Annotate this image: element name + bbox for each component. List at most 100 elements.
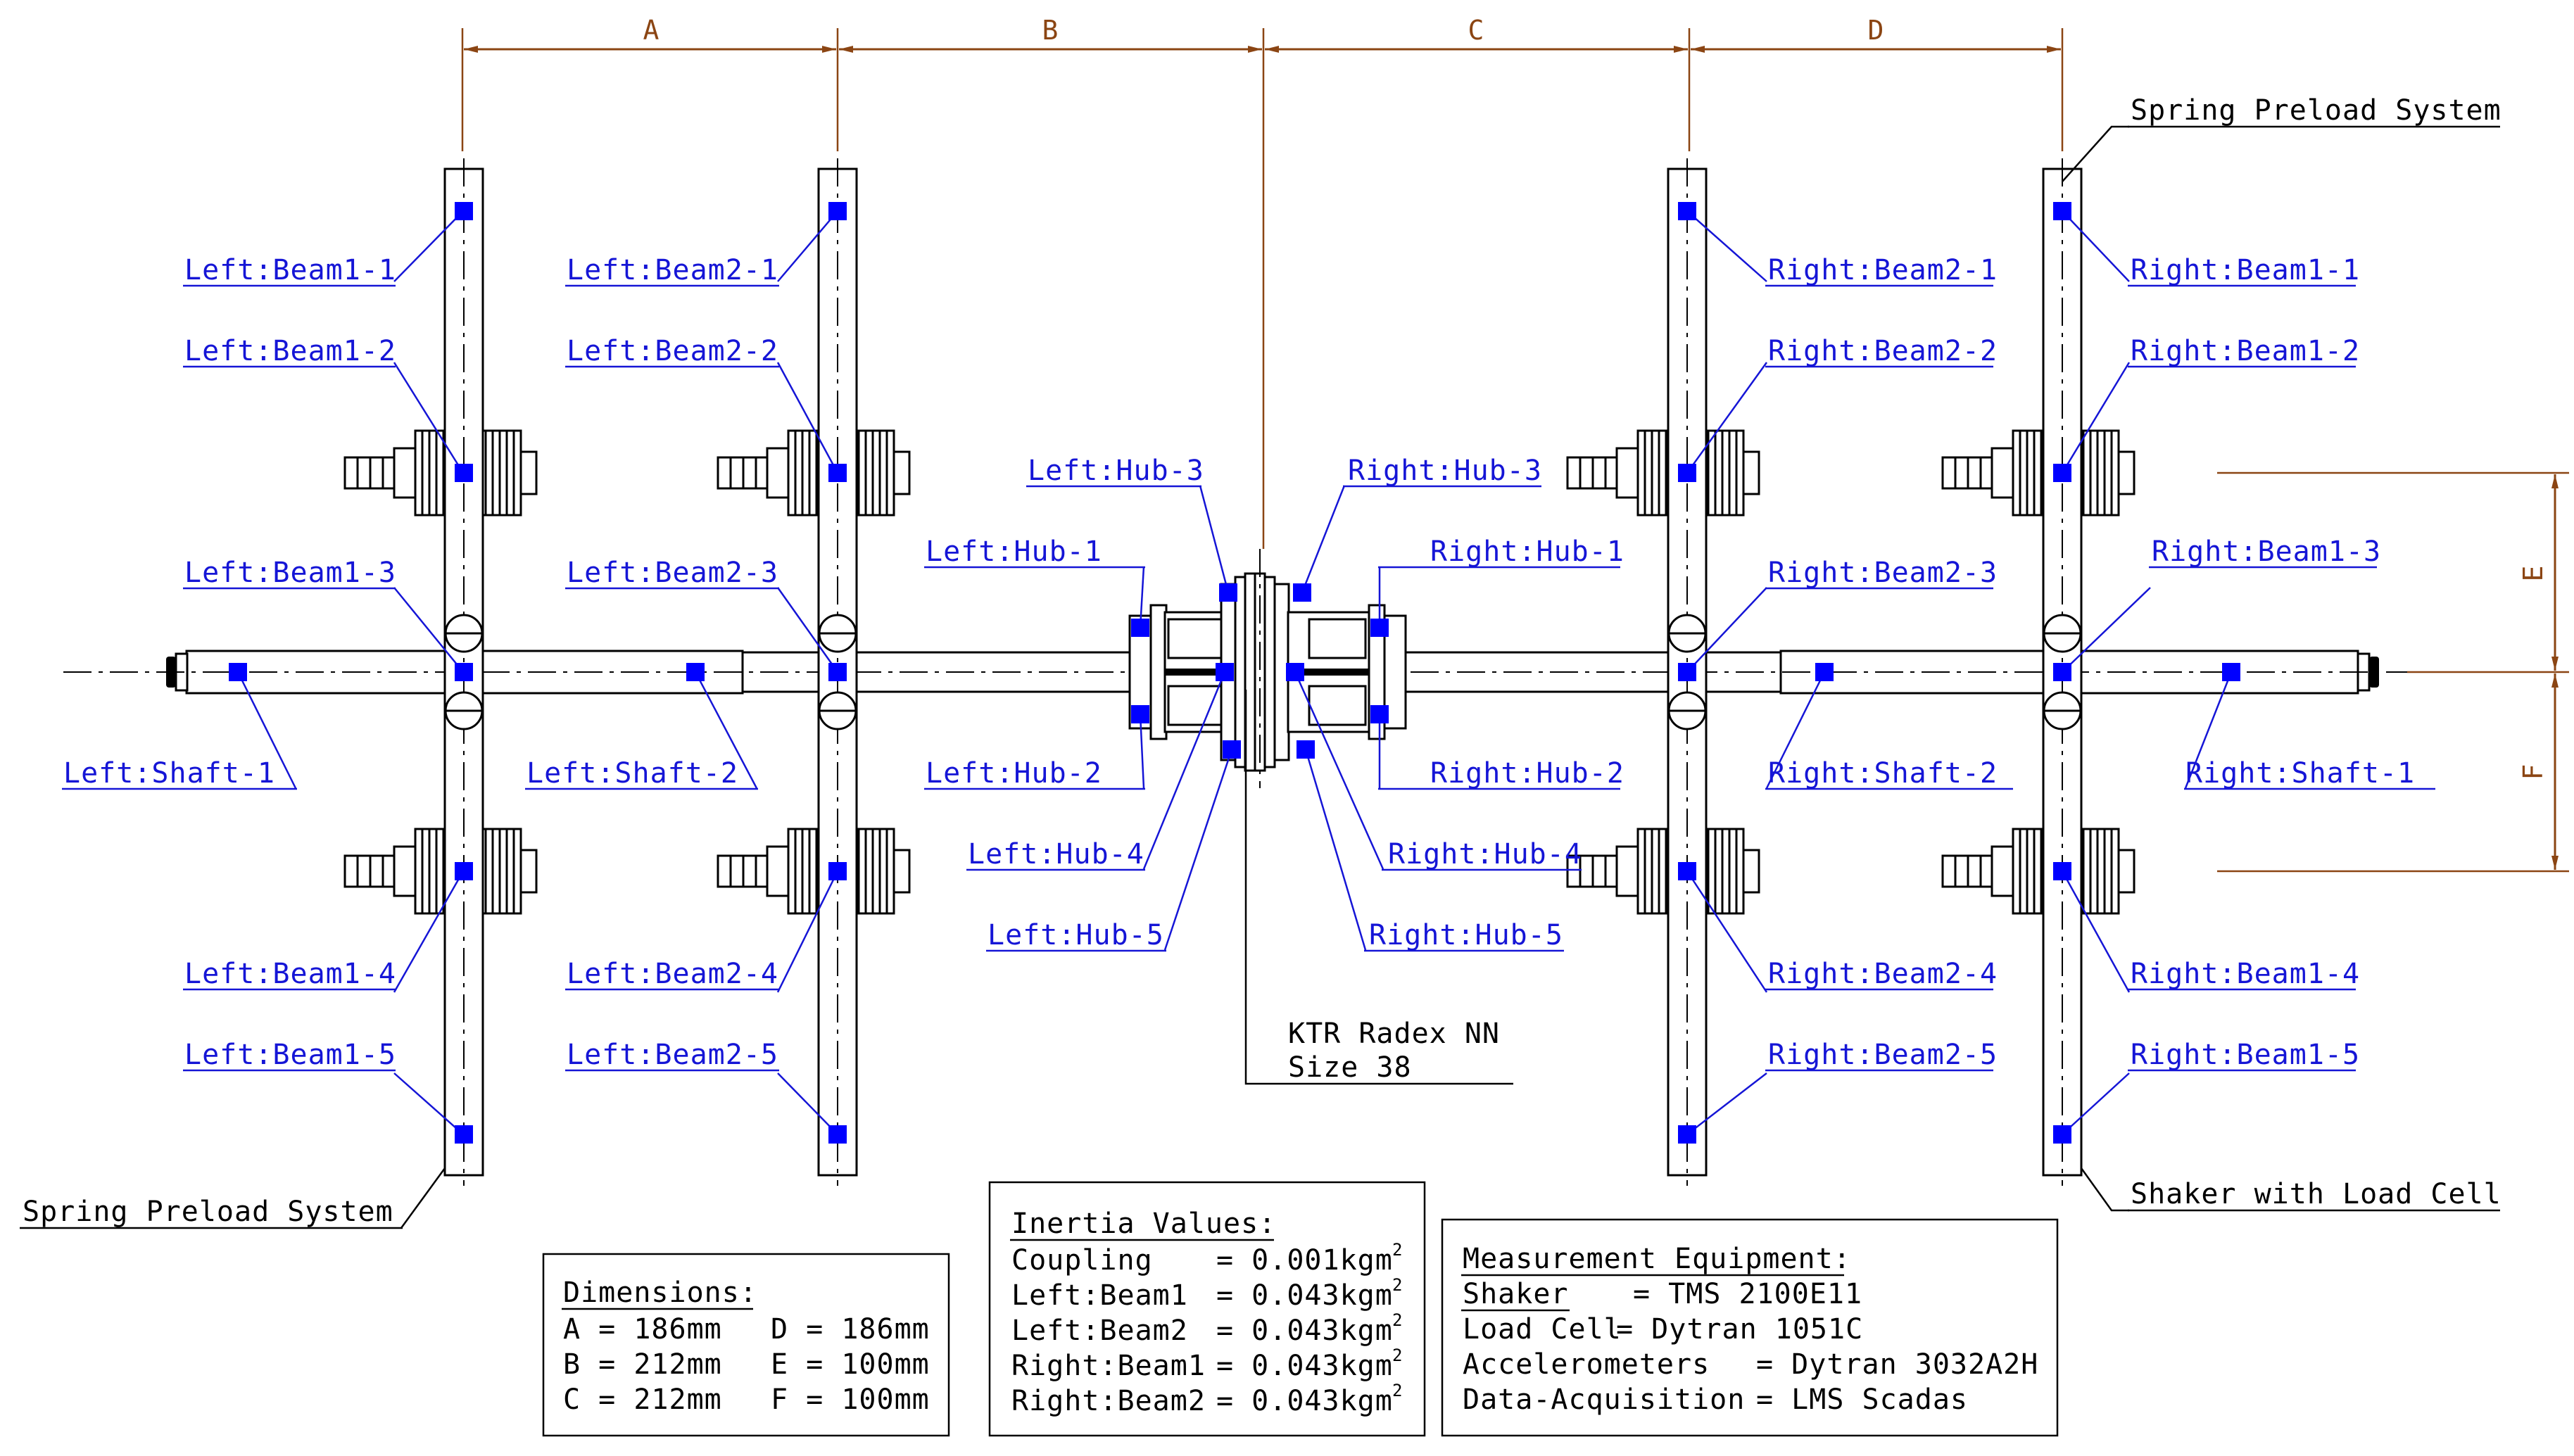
dimensions-row-1-left: A = 186mm bbox=[563, 1313, 722, 1346]
label-right-beam2-4: Right:Beam2-4 bbox=[1768, 958, 1998, 990]
marker-right-hub-3 bbox=[1293, 583, 1311, 602]
label-right-beam2-3: Right:Beam2-3 bbox=[1768, 557, 1998, 589]
dim-letter-e: E bbox=[2518, 566, 2549, 582]
leader-lines bbox=[236, 125, 2233, 1229]
label-left-hub-3: Left:Hub-3 bbox=[1028, 455, 1204, 487]
marker-right-beam1-5 bbox=[2053, 1125, 2071, 1144]
label-right-shaft-2: Right:Shaft-2 bbox=[1768, 757, 1998, 790]
marker-right-beam2-2 bbox=[1678, 464, 1696, 482]
equipment-title: Measurement Equipment: bbox=[1463, 1243, 1851, 1275]
inertia-row-4-exponent: 2 bbox=[1392, 1346, 1403, 1365]
inertia-row-3-value: = 0.043kgm bbox=[1216, 1315, 1393, 1347]
marker-right-beam1-2 bbox=[2053, 464, 2071, 482]
label-left-beam1-5: Left:Beam1-5 bbox=[184, 1039, 396, 1071]
inertia-row-1-exponent: 2 bbox=[1392, 1240, 1403, 1260]
inertia-table: Inertia Values: Coupling = 0.001kgm 2 Le… bbox=[988, 1181, 1426, 1437]
marker-right-shaft-1 bbox=[2222, 663, 2240, 681]
inertia-row-3-exponent: 2 bbox=[1392, 1310, 1403, 1330]
label-right-hub-5: Right:Hub-5 bbox=[1369, 919, 1563, 951]
marker-right-hub-4 bbox=[1286, 663, 1304, 681]
inertia-row-3-name: Left:Beam2 bbox=[1011, 1315, 1188, 1347]
label-right-beam1-4: Right:Beam1-4 bbox=[2131, 958, 2360, 990]
marker-right-beam2-5 bbox=[1678, 1125, 1696, 1144]
inertia-row-1-name: Coupling bbox=[1011, 1244, 1153, 1277]
inertia-row-2-value: = 0.043kgm bbox=[1216, 1279, 1393, 1312]
inertia-title: Inertia Values: bbox=[1011, 1208, 1276, 1240]
equipment-row-2-name: Load Cell bbox=[1463, 1313, 1622, 1346]
marker-right-beam1-1 bbox=[2053, 202, 2071, 220]
marker-right-beam2-3 bbox=[1678, 663, 1696, 681]
label-left-beam1-4: Left:Beam1-4 bbox=[184, 958, 396, 990]
callout-coupling-name: KTR Radex NN bbox=[1288, 1018, 1500, 1050]
label-right-beam2-2: Right:Beam2-2 bbox=[1768, 335, 1998, 367]
inertia-row-1-value: = 0.001kgm bbox=[1216, 1244, 1393, 1277]
label-left-shaft-1: Left:Shaft-1 bbox=[63, 757, 275, 790]
dim-letter-b: B bbox=[1042, 15, 1059, 46]
dim-letter-c: C bbox=[1468, 15, 1484, 46]
equipment-row-4-value: = LMS Scadas bbox=[1756, 1384, 1968, 1416]
callout-shaker: Shaker with Load Cell bbox=[2131, 1178, 2502, 1210]
marker-right-hub-2 bbox=[1370, 705, 1389, 723]
inertia-row-5-name: Right:Beam2 bbox=[1011, 1385, 1206, 1417]
dimensions-title: Dimensions: bbox=[563, 1277, 757, 1309]
label-left-hub-5: Left:Hub-5 bbox=[988, 919, 1164, 951]
label-right-hub-1: Right:Hub-1 bbox=[1430, 536, 1624, 568]
marker-left-hub-2 bbox=[1131, 705, 1149, 723]
inertia-row-2-exponent: 2 bbox=[1392, 1275, 1403, 1295]
label-right-beam1-5: Right:Beam1-5 bbox=[2131, 1039, 2360, 1071]
equipment-row-1-value: = TMS 2100E11 bbox=[1633, 1278, 1862, 1310]
equipment-row-3-name: Accelerometers bbox=[1463, 1348, 1710, 1381]
equipment-table: Measurement Equipment: Shaker = TMS 2100… bbox=[1441, 1218, 2059, 1437]
inertia-row-4-name: Right:Beam1 bbox=[1011, 1350, 1206, 1382]
label-left-beam1-1: Left:Beam1-1 bbox=[184, 254, 396, 286]
equipment-row-3-value: = Dytran 3032A2H bbox=[1756, 1348, 2038, 1381]
label-left-beam2-3: Left:Beam2-3 bbox=[567, 557, 778, 589]
label-left-hub-1: Left:Hub-1 bbox=[926, 536, 1102, 568]
label-left-hub-4: Left:Hub-4 bbox=[968, 838, 1144, 871]
marker-left-beam2-2 bbox=[828, 464, 847, 482]
marker-right-beam2-4 bbox=[1678, 862, 1696, 880]
marker-right-hub-5 bbox=[1297, 740, 1315, 759]
label-right-hub-3: Right:Hub-3 bbox=[1348, 455, 1542, 487]
equipment-row-4-name: Data-Acquisition bbox=[1463, 1384, 1745, 1416]
label-left-hub-2: Left:Hub-2 bbox=[926, 757, 1102, 790]
callout-coupling-size: Size 38 bbox=[1288, 1051, 1412, 1084]
dim-letter-d: D bbox=[1868, 15, 1884, 46]
dimensions-row-1-right: D = 186mm bbox=[771, 1313, 930, 1346]
callout-spring-preload-bottom: Spring Preload System bbox=[23, 1196, 393, 1228]
label-right-hub-2: Right:Hub-2 bbox=[1430, 757, 1624, 790]
callout-spring-preload-top: Spring Preload System bbox=[2131, 94, 2502, 127]
beam-left-2 bbox=[717, 158, 911, 1186]
marker-right-beam2-1 bbox=[1678, 202, 1696, 220]
label-right-beam2-5: Right:Beam2-5 bbox=[1768, 1039, 1998, 1071]
marker-left-hub-1 bbox=[1131, 619, 1149, 637]
marker-left-beam2-5 bbox=[828, 1125, 847, 1144]
dimensions-row-2-left: B = 212mm bbox=[563, 1348, 722, 1381]
label-right-hub-4: Right:Hub-4 bbox=[1388, 838, 1582, 871]
component-callouts: Spring Preload System Spring Preload Sys… bbox=[20, 94, 2502, 1229]
dimensions-row-2-right: E = 100mm bbox=[771, 1348, 930, 1381]
label-left-beam1-3: Left:Beam1-3 bbox=[184, 557, 396, 589]
marker-left-beam2-4 bbox=[828, 862, 847, 880]
label-right-beam1-1: Right:Beam1-1 bbox=[2131, 254, 2360, 286]
marker-right-beam1-3 bbox=[2053, 663, 2071, 681]
inertia-row-5-value: = 0.043kgm bbox=[1216, 1385, 1393, 1417]
marker-right-shaft-2 bbox=[1815, 663, 1834, 681]
marker-left-shaft-2 bbox=[686, 663, 705, 681]
measurement-labels: Left:Beam1-1 Left:Beam1-2 Left:Beam1-3 L… bbox=[62, 254, 2435, 1072]
marker-left-beam1-5 bbox=[455, 1125, 473, 1144]
inertia-row-5-exponent: 2 bbox=[1392, 1381, 1403, 1400]
marker-left-beam1-4 bbox=[455, 862, 473, 880]
equipment-row-2-value: = Dytran 1051C bbox=[1616, 1313, 1863, 1346]
marker-left-beam1-2 bbox=[455, 464, 473, 482]
label-right-shaft-1: Right:Shaft-1 bbox=[2185, 757, 2415, 790]
marker-left-shaft-1 bbox=[229, 663, 247, 681]
marker-left-hub-5 bbox=[1223, 740, 1241, 759]
label-left-beam2-5: Left:Beam2-5 bbox=[567, 1039, 778, 1071]
label-left-beam2-1: Left:Beam2-1 bbox=[567, 254, 778, 286]
marker-right-beam1-4 bbox=[2053, 862, 2071, 880]
label-right-beam2-1: Right:Beam2-1 bbox=[1768, 254, 1998, 286]
label-left-beam1-2: Left:Beam1-2 bbox=[184, 335, 396, 367]
dimensions-table: Dimensions: A = 186mm D = 186mm B = 212m… bbox=[542, 1253, 950, 1437]
inertia-row-4-value: = 0.043kgm bbox=[1216, 1350, 1393, 1382]
